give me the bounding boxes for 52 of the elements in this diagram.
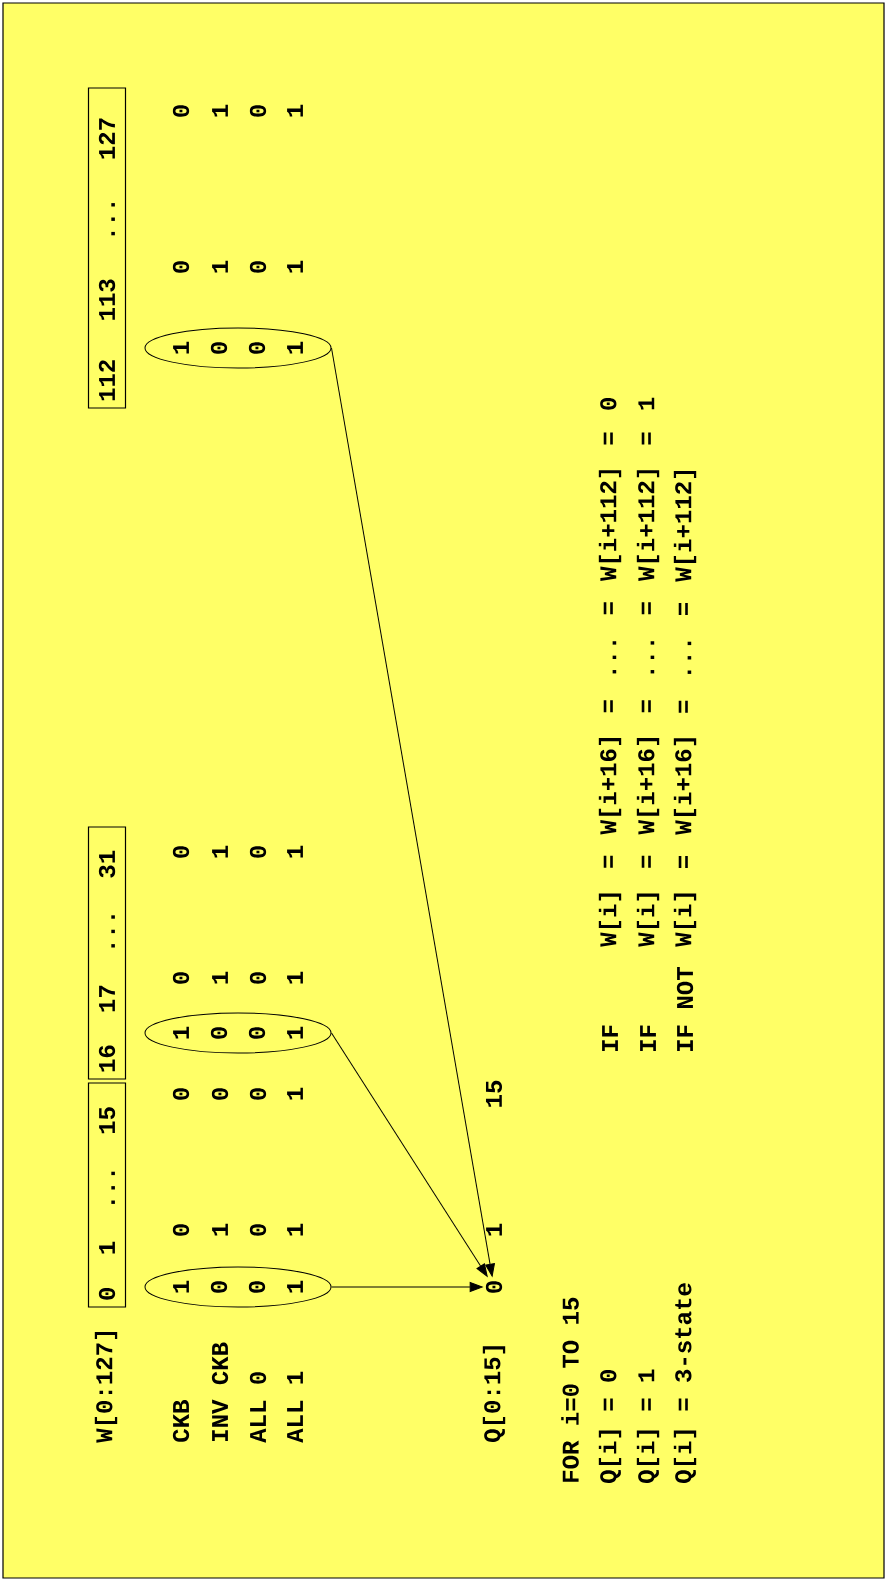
- bit-value: 0: [172, 261, 190, 273]
- bit-value: 1: [212, 260, 228, 273]
- bit-value: 0: [211, 1088, 229, 1100]
- condition-keyword: IF: [640, 1025, 656, 1051]
- bit-value: 0: [249, 1088, 267, 1100]
- bit-value: 0: [172, 972, 190, 984]
- loop-text: FOR i=0 TO 15: [561, 1297, 579, 1482]
- bit-value: 1: [486, 1223, 502, 1236]
- row-label: CKB: [172, 1400, 190, 1442]
- condition-keyword: IF NOT: [676, 967, 694, 1051]
- header-box: 112 113 ... 127: [87, 87, 127, 409]
- bit-value: 1: [287, 971, 303, 984]
- header-box: 16 17 ... 31: [87, 826, 127, 1080]
- row-label: ALL 0: [249, 1372, 267, 1443]
- bit-value: 0: [249, 1224, 267, 1236]
- bit-value: 1: [287, 104, 303, 117]
- bit-value: 1: [212, 971, 228, 984]
- bit-value: 1: [287, 1087, 303, 1100]
- row-label: INV CKB: [211, 1342, 229, 1441]
- bit-value: 1: [212, 1223, 228, 1236]
- bit-value: 0: [249, 846, 267, 858]
- condition-equation: W[i] = W[i+16] = ... = W[i+112] = 0: [598, 398, 622, 947]
- bit-value: 0: [172, 105, 190, 117]
- header-box: 0 1 ... 15: [87, 1082, 127, 1308]
- bit-value: 0: [249, 972, 267, 984]
- circled-column: 1 0 0 1: [144, 1012, 332, 1054]
- output-condition: Q[i] = 0: [598, 1370, 622, 1483]
- bit-value: 0: [249, 105, 267, 117]
- arrow: [331, 1282, 483, 1292]
- bit-value: 1: [287, 1223, 303, 1236]
- bit-value: 0: [249, 261, 267, 273]
- circled-column: 1 0 0 1: [144, 1266, 332, 1308]
- bit-value: 15: [486, 1080, 503, 1107]
- condition-equation: W[i] = W[i+16] = ... = W[i+112]: [673, 470, 697, 947]
- condition-keyword: IF: [602, 1025, 618, 1051]
- arrow: [331, 347, 495, 1277]
- bus-label: Q[0:15]: [482, 1346, 506, 1442]
- arrow: [331, 1032, 488, 1277]
- condition-equation: W[i] = W[i+16] = ... = W[i+112] = 1: [636, 397, 660, 947]
- bit-value: 1: [212, 104, 228, 117]
- output-condition: Q[i] = 3-state: [673, 1283, 697, 1483]
- bit-value: 1: [287, 845, 303, 858]
- bit-value: 0: [485, 1281, 503, 1293]
- row-label: ALL 1: [287, 1371, 303, 1443]
- output-condition: Q[i] = 1: [636, 1369, 660, 1483]
- bit-value: 1: [287, 260, 303, 273]
- bus-label: W[0:127]: [94, 1331, 118, 1443]
- bit-value: 0: [172, 1224, 190, 1236]
- bit-value: 0: [172, 1088, 190, 1100]
- circled-column: 1 0 0 1: [144, 327, 332, 369]
- bit-value: 1: [212, 845, 228, 858]
- bit-value: 0: [172, 846, 190, 858]
